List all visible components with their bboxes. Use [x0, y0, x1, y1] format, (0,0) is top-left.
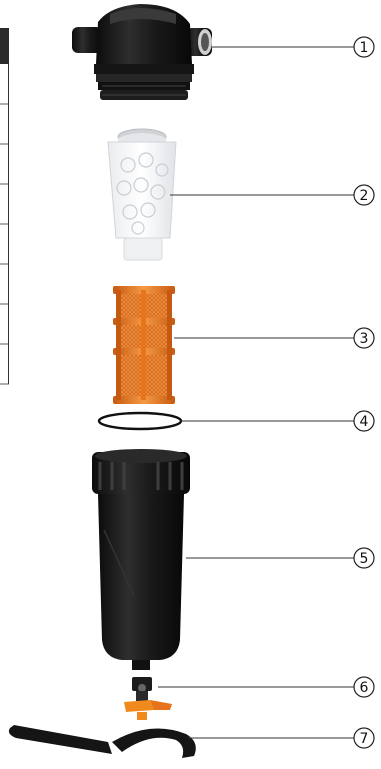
filter-bowl	[92, 449, 190, 670]
svg-text:5: 5	[360, 551, 369, 567]
mesh-screen	[113, 286, 175, 404]
callout-3: 3	[354, 328, 374, 348]
filter-head	[72, 4, 212, 100]
drain-valve	[124, 677, 172, 720]
callout-lines	[158, 47, 354, 738]
callout-1: 1	[354, 37, 374, 57]
svg-text:2: 2	[360, 188, 369, 204]
callout-6: 6	[354, 677, 374, 697]
bowl-wrench	[9, 725, 196, 758]
callout-4: 4	[354, 411, 374, 431]
svg-text:6: 6	[360, 680, 369, 696]
callout-5: 5	[354, 548, 374, 568]
svg-text:4: 4	[360, 414, 369, 430]
callout-7: 7	[354, 728, 374, 748]
svg-text:3: 3	[360, 331, 369, 347]
svg-text:7: 7	[360, 731, 369, 747]
callout-2: 2	[354, 185, 374, 205]
o-ring	[99, 413, 181, 429]
svg-text:1: 1	[360, 40, 369, 56]
left-table-fragment	[0, 28, 9, 384]
transparent-cartridge	[108, 129, 176, 260]
